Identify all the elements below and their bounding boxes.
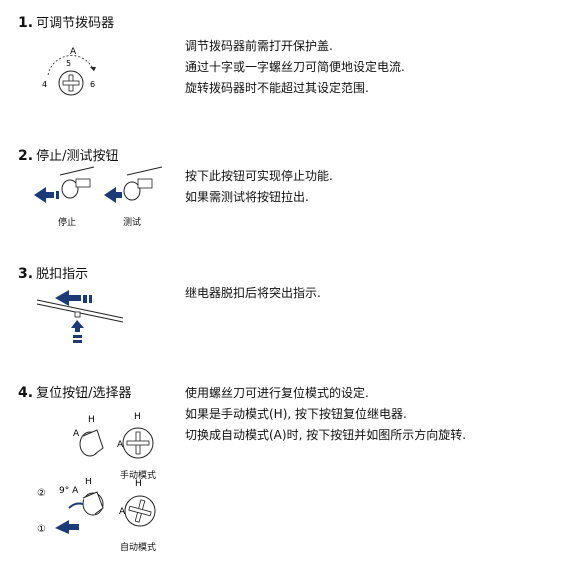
desc-line: 调节拨码器前需打开保护盖. — [185, 39, 333, 53]
section-number: 3. — [18, 266, 34, 282]
section-title-text: 可调节拨码器 — [36, 16, 115, 31]
section-number: 4. — [18, 385, 34, 401]
dial-label-left: 4 — [42, 80, 47, 89]
manual-a-left: A — [73, 429, 80, 439]
section-title-text: 停止/测试按钮 — [36, 149, 119, 164]
desc-line: 旋转拨码器时不能超过其设定范围. — [185, 81, 369, 95]
stop-caption: 停止 — [58, 218, 77, 228]
auto-h-right: H — [135, 479, 142, 489]
auto-angle: 9° A — [59, 486, 79, 496]
auto-step2: ② — [37, 488, 46, 499]
section-3-title: 3.脱扣指示 — [18, 263, 88, 282]
test-caption: 测试 — [123, 218, 142, 228]
manual-mode-figure: H A H A — [65, 408, 165, 472]
dial-figure: A 5 4 6 — [38, 45, 108, 109]
desc-line: 如果需测试将按钮拉出. — [185, 190, 309, 204]
section-title-text: 复位按钮/选择器 — [36, 386, 132, 401]
section-number: 2. — [18, 148, 34, 164]
section-4-title: 4.复位按钮/选择器 — [18, 382, 131, 401]
manual-a-right: A — [117, 440, 124, 450]
section-number: 1. — [18, 15, 34, 31]
dial-label-right: 6 — [90, 80, 95, 89]
auto-h-left: H — [85, 478, 92, 487]
auto-mode-figure: ② 9° A H ① H A — [35, 477, 165, 542]
manual-h-right: H — [134, 412, 141, 422]
section-title-text: 脱扣指示 — [36, 267, 89, 282]
manual-h-left: H — [88, 415, 95, 425]
manual-mode-caption: 手动模式 — [120, 471, 157, 481]
desc-line: 切换成自动模式(A)时, 按下按钮并如图所示方向旋转. — [185, 428, 467, 442]
dial-label-top: A — [70, 47, 77, 57]
desc-line: 继电器脱扣后将突出指示. — [185, 286, 321, 300]
auto-step1: ① — [37, 524, 46, 535]
section-2-title: 2.停止/测试按钮 — [18, 145, 118, 164]
trip-indicator-figure — [35, 280, 125, 354]
section-1-title: 1.可调节拨码器 — [18, 12, 114, 31]
desc-line: 使用螺丝刀可进行复位模式的设定. — [185, 386, 369, 400]
section-4-description: 使用螺丝刀可进行复位模式的设定. 如果是手动模式(H), 按下按钮复位继电器. … — [185, 383, 466, 446]
stop-test-figure — [32, 165, 167, 217]
auto-mode-caption: 自动模式 — [120, 543, 157, 553]
section-1-description: 调节拨码器前需打开保护盖. 通过十字或一字螺丝刀可简便地设定电流. 旋转拨码器时… — [185, 36, 405, 99]
desc-line: 通过十字或一字螺丝刀可简便地设定电流. — [185, 60, 405, 74]
section-3-description: 继电器脱扣后将突出指示. — [185, 283, 321, 304]
auto-a-right: A — [119, 507, 126, 517]
section-2-description: 按下此按钮可实现停止功能. 如果需测试将按钮拉出. — [185, 166, 333, 208]
dial-label-mid: 5 — [66, 59, 71, 68]
desc-line: 如果是手动模式(H), 按下按钮复位继电器. — [185, 407, 407, 421]
desc-line: 按下此按钮可实现停止功能. — [185, 169, 333, 183]
